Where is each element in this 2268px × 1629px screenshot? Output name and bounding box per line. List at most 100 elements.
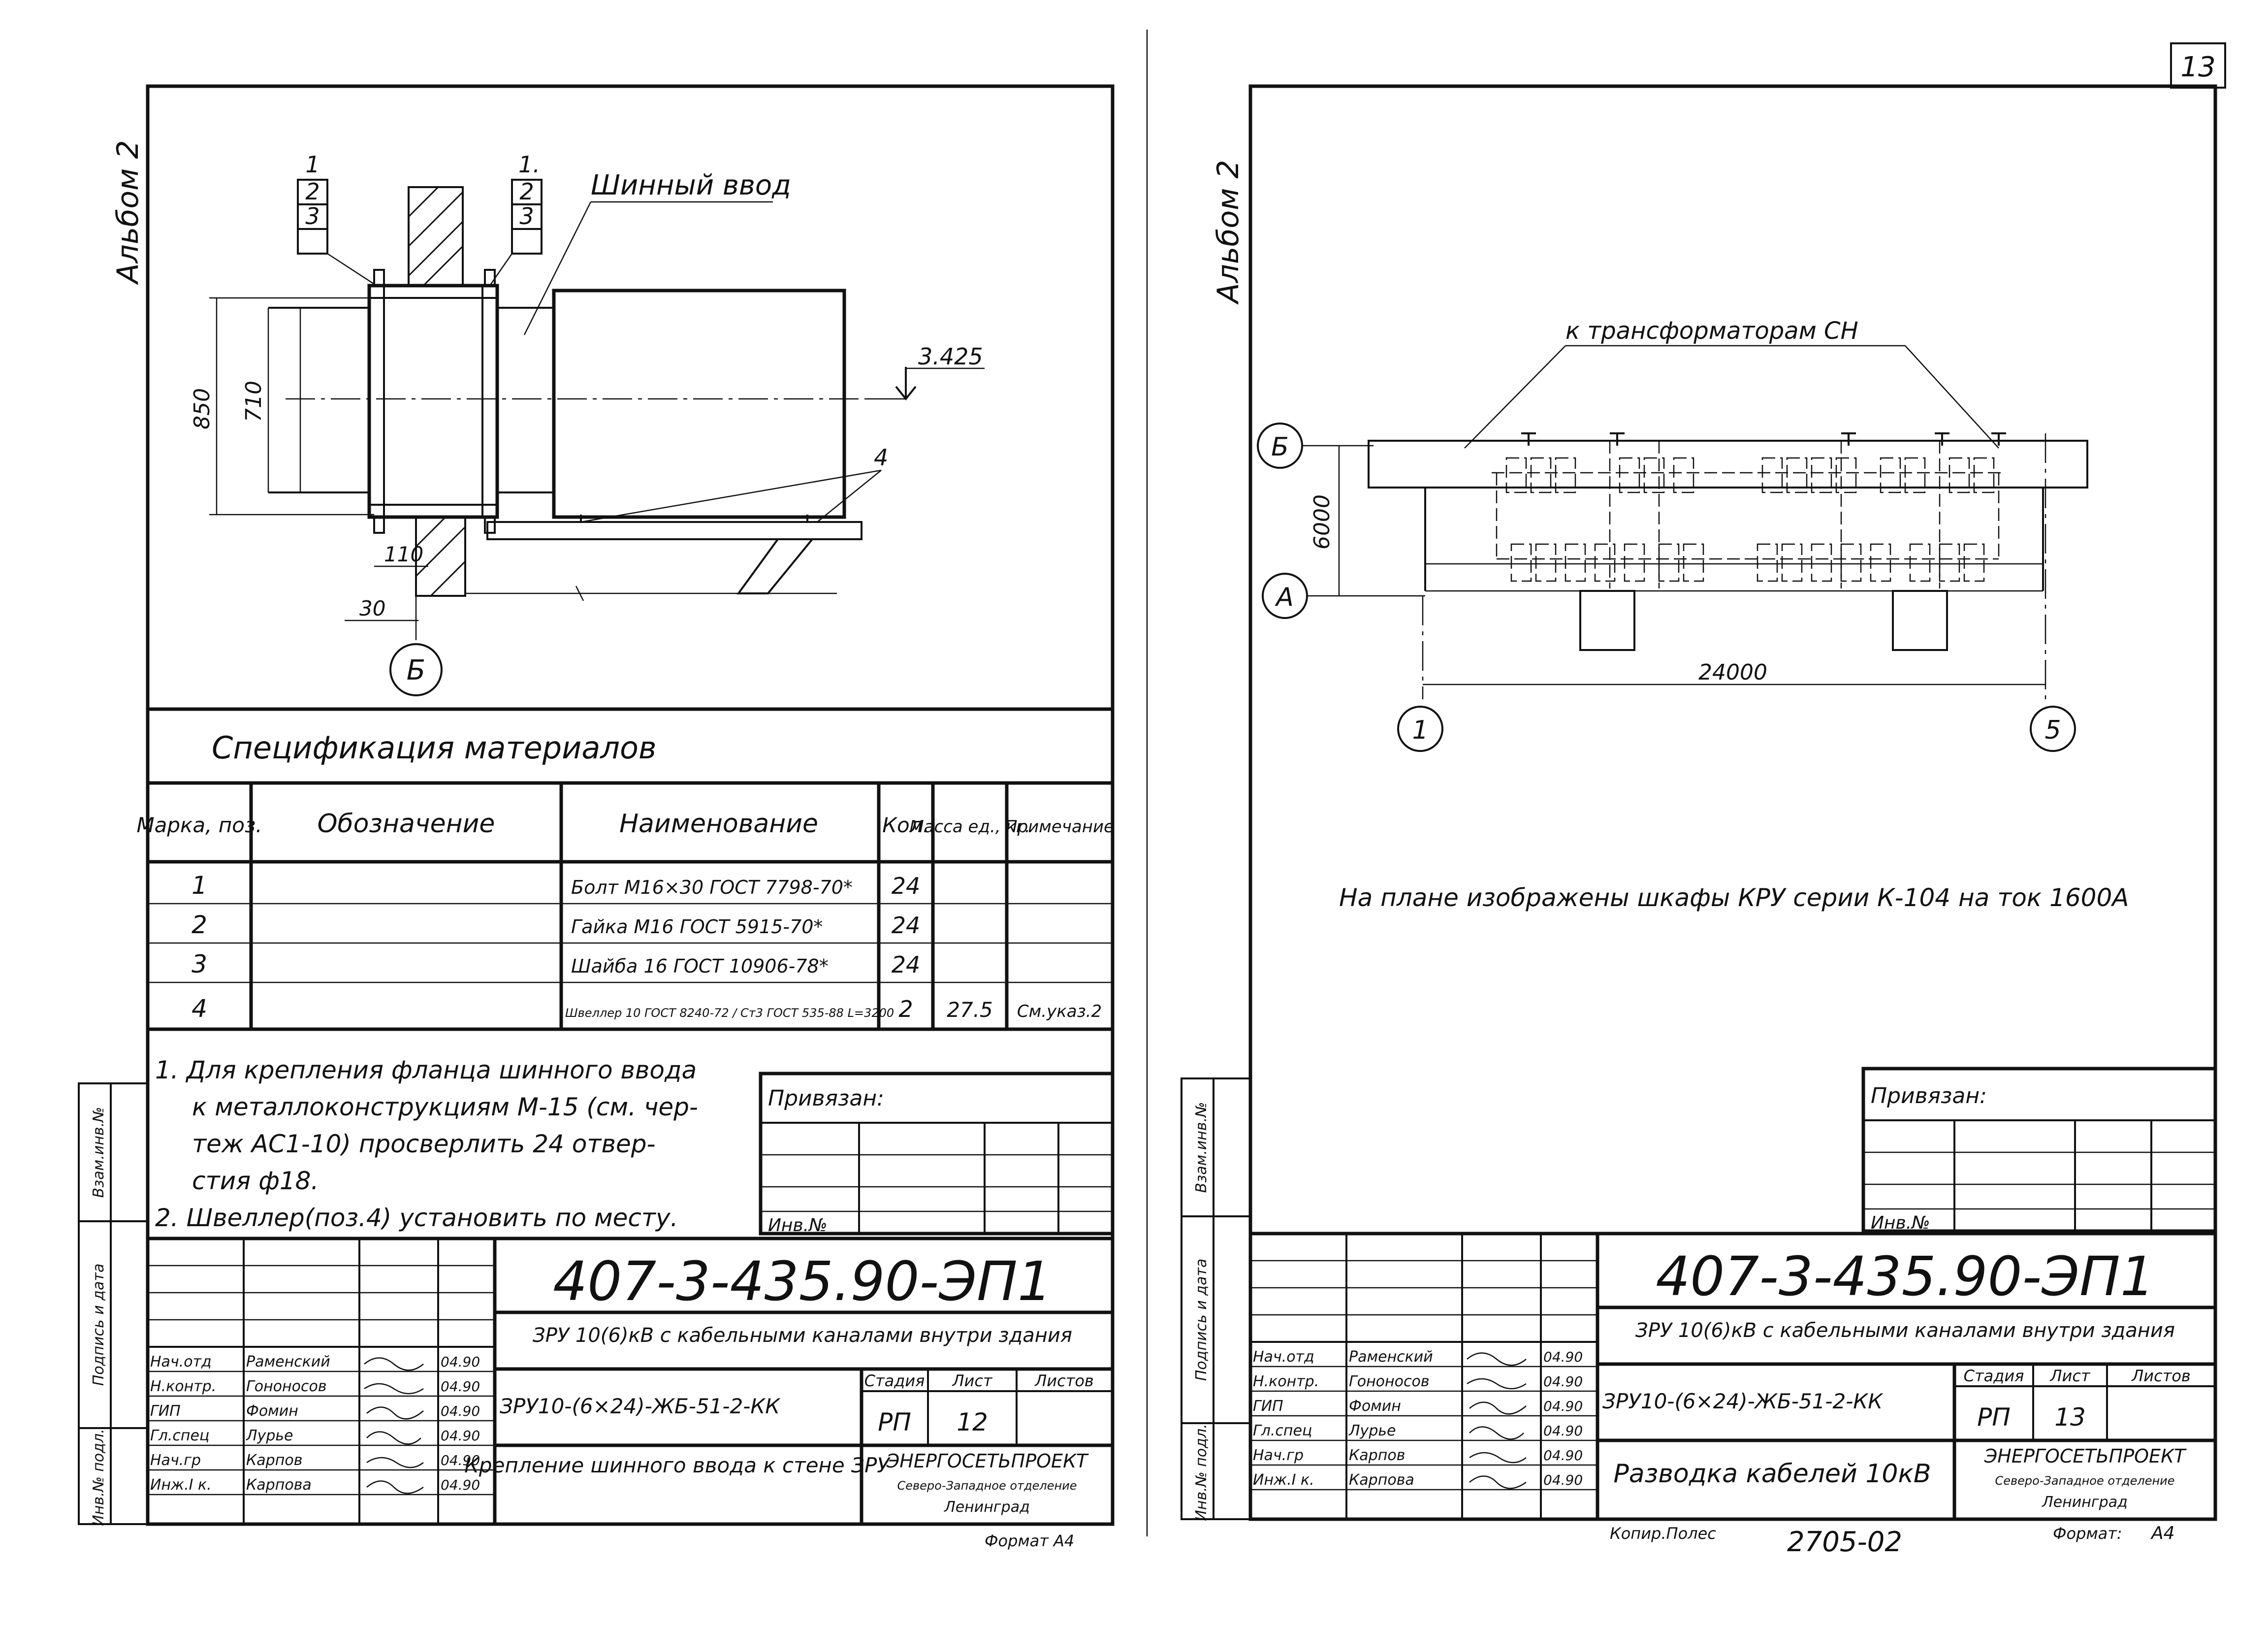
callout-4: 4 — [874, 444, 888, 471]
dim-710: 710 — [241, 381, 266, 422]
sheets-label: Листов — [2131, 1367, 2191, 1385]
spec-header-mass: Масса ед., кг. — [909, 817, 1030, 837]
table-row: 2 Гайка М16 ГОСТ 5915-70* 24 — [192, 911, 920, 939]
spec-table: Спецификация материалов Марка, поз. Обоз… — [136, 707, 1114, 1031]
plan-dim-24000: 24000 — [1698, 660, 1767, 685]
table-row: 1 Болт М16×30 ГОСТ 7798-70* 24 — [192, 871, 920, 900]
bound-block: Привязан: Инв.№ — [759, 1072, 1115, 1236]
spec-cell-qty: 24 — [892, 873, 921, 899]
bolt-top-left — [373, 269, 385, 287]
org-city: Ленинград — [944, 1499, 1030, 1516]
spec-header-qty: Кол. — [882, 813, 929, 837]
spec-cell-mark: 3 — [192, 950, 207, 978]
spec-cell-qty: 2 — [898, 996, 913, 1022]
spec-cell-name: Гайка М16 ГОСТ 5915-70* — [571, 916, 823, 938]
side-stamp: Инв.№ подл. Подпись и дата Взам.инв.№ — [78, 1082, 149, 1526]
person-name: Карпов — [246, 1452, 302, 1469]
person-name: Фомин — [246, 1402, 298, 1420]
bound-block: Привязан: Инв.№ — [1861, 1067, 2217, 1233]
person-name: Лурье — [246, 1427, 293, 1444]
sheet-label: Лист — [952, 1371, 992, 1390]
axis-5-bubble — [2030, 706, 2076, 752]
side-stamp-replace: Взам.инв.№ — [90, 1107, 107, 1198]
right-sheet: Альбом 2 к трансформаторам СН — [1181, 84, 2217, 1558]
role: Гл.спец — [1253, 1422, 1312, 1439]
sheet-title: Крепление шинного ввода к стене ЗРУ — [464, 1453, 891, 1477]
sign-date: 04.90 — [441, 1428, 480, 1444]
spec-cell-name: Швеллер 10 ГОСТ 8240-72 / Ст3 ГОСТ 535-8… — [565, 1006, 894, 1020]
person-name: Карпова — [1349, 1471, 1414, 1489]
title-block-right: 407-3-435.90-ЭП1 ЗРУ 10(6)кВ с кабельным… — [1248, 1232, 2217, 1521]
role: Н.контр. — [150, 1378, 216, 1395]
left-album-label: Альбом 2 — [111, 140, 145, 286]
flange-frame — [367, 284, 499, 519]
cabinets-row-b — [1505, 457, 1995, 493]
spec-header-designation: Обозначение — [318, 809, 495, 839]
callout-left-3: 3 — [305, 203, 319, 229]
stage-value: РП — [1977, 1403, 2011, 1432]
person-name: Гононосов — [246, 1378, 327, 1395]
left-sheet: Альбом 2 — [78, 84, 1115, 1550]
plan-axis-a: А — [1275, 583, 1294, 612]
inv-label: Инв.№ — [768, 1215, 828, 1236]
side-stamp: Инв.№ подл. Подпись и дата Взам.инв.№ — [1181, 1077, 1251, 1521]
plan-axis-b: Б — [1271, 432, 1289, 462]
notes-block: 1. Для крепления фланца шинного ввода к … — [155, 1056, 698, 1232]
side-stamp-replace: Взам.инв.№ — [1193, 1102, 1210, 1193]
table-row: 3 Шайба 16 ГОСТ 10906-78* 24 — [192, 950, 920, 978]
label-to-transformers: к трансформаторам СН — [1565, 317, 1858, 345]
note-line: 2. Швеллер(поз.4) установить по месту. — [155, 1204, 678, 1232]
role: Н.контр. — [1253, 1373, 1319, 1390]
plan-axis-5: 5 — [2044, 716, 2061, 745]
plan-note: На плане изображены шкафы КРУ серии К-10… — [1339, 883, 2129, 912]
sign-date: 04.90 — [441, 1403, 480, 1419]
callout-left-1: 1 — [305, 151, 319, 178]
org-sub: Северо-Западное отделение — [897, 1479, 1077, 1493]
spec-cell-mark: 2 — [192, 911, 207, 939]
role: ГИП — [150, 1402, 181, 1420]
side-stamp-sign: Подпись и дата — [1193, 1259, 1210, 1381]
sign-date: 04.90 — [1543, 1398, 1583, 1414]
person-name: Гононосов — [1349, 1373, 1430, 1390]
dim-110: 110 — [384, 542, 423, 566]
bound-label: Привязан: — [768, 1086, 884, 1111]
sheets-label: Листов — [1034, 1371, 1094, 1390]
sign-date: 04.90 — [1543, 1472, 1583, 1488]
spec-cell-name: Шайба 16 ГОСТ 10906-78* — [571, 955, 829, 977]
note-line: к металлоконструкциям М-15 (см. чер- — [192, 1093, 698, 1121]
sign-date: 04.90 — [441, 1452, 480, 1468]
left-format-note: Формат А4 — [985, 1531, 1074, 1550]
org-name: ЭНЕРГОСЕТЬПРОЕКТ — [1984, 1445, 2187, 1467]
callout-right-3: 3 — [519, 203, 534, 229]
role: Нач.отд — [1253, 1348, 1314, 1366]
side-stamp-inv: Инв.№ подл. — [90, 1429, 107, 1526]
note-line: 1. Для крепления фланца шинного ввода — [155, 1056, 697, 1084]
callout-left-2: 2 — [305, 178, 319, 205]
note-line: теж АС1-10) просверлить 24 отвер- — [192, 1130, 655, 1158]
switchgear-plan: к трансформаторам СН Б А 6000 24000 1 5 — [1257, 317, 2088, 752]
format-label: Формат: — [2053, 1524, 2122, 1543]
dim-850: 850 — [190, 388, 215, 429]
stage-label: Стадия — [864, 1371, 925, 1390]
spec-header-mark: Марка, поз. — [136, 813, 262, 837]
org-name: ЭНЕРГОСЕТЬПРОЕКТ — [886, 1450, 1089, 1472]
role: Нач.гр — [150, 1452, 201, 1469]
dim-30: 30 — [359, 596, 385, 620]
role: Нач.отд — [150, 1353, 212, 1370]
label-bus-entry: Шинный ввод — [591, 169, 791, 201]
sign-date: 04.90 — [441, 1354, 480, 1370]
corner-number: 13 — [2180, 51, 2215, 83]
plan-row-b — [1368, 440, 2088, 489]
sheet-value: 13 — [2054, 1403, 2086, 1432]
sign-date: 04.90 — [1543, 1423, 1583, 1439]
axis-b-bubble — [389, 643, 443, 696]
signatures — [364, 1357, 424, 1494]
spec-cell-mark: 4 — [192, 994, 207, 1023]
title-block-left: 407-3-435.90-ЭП1 ЗРУ 10(6)кВ с кабельным… — [146, 1237, 1115, 1526]
spec-header-name: Наименование — [619, 809, 818, 839]
format-value: А4 — [2150, 1523, 2175, 1543]
person-name: Карпов — [1349, 1447, 1405, 1464]
spec-cell-mark: 1 — [192, 871, 207, 900]
role: ГИП — [1253, 1398, 1283, 1415]
spec-cell-qty: 24 — [892, 912, 921, 939]
